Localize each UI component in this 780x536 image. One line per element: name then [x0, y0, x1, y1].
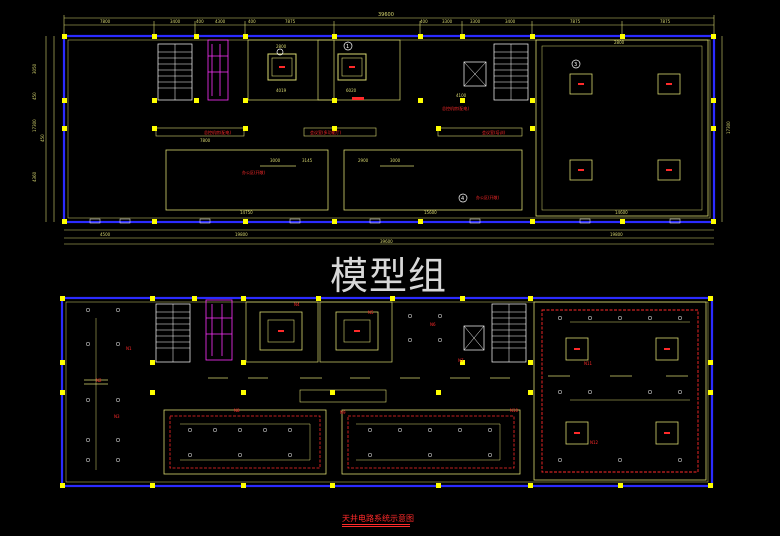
dim-right-1: 17300: [726, 121, 731, 134]
room-label-a: 总控机房(配电): [204, 129, 232, 135]
drawing-title: 天井电路系统示意图: [342, 514, 414, 523]
circuit-tag-3: N3: [114, 414, 120, 419]
dim-left-4: 450: [40, 134, 45, 142]
circuit-tag-4: N4: [294, 302, 300, 307]
dim-room-8: 3000: [270, 158, 281, 163]
dim-top-4: 4300: [215, 19, 226, 24]
circuit-tag-6: N6: [430, 322, 436, 327]
dim-room-6: 6020: [346, 88, 357, 93]
dim-room-3: 14600: [615, 210, 628, 215]
dim-room-11: 3000: [390, 158, 401, 163]
circuit-tag-5: N5: [368, 310, 374, 315]
dim-top-1: 7800: [100, 19, 111, 24]
dim-top-8: 3300: [442, 19, 453, 24]
room-label-c: 总控机房(配电): [442, 105, 470, 111]
circuit-tag-9: N9: [340, 410, 346, 415]
bottom-floor-plan: N1 N2 N3 N4 N5 N6 N7 N8 N9 N10 N11 N12: [60, 296, 714, 488]
dim-top-3: 400: [196, 19, 204, 24]
room-label-b: 会议室(多功能厅): [310, 129, 342, 135]
marker-1: 1: [346, 44, 349, 50]
dim-room-9: 3145: [302, 158, 313, 163]
dim-room-13: 2800: [614, 40, 625, 45]
dim-room-2: 15600: [424, 210, 437, 215]
dim-top-5: 400: [248, 19, 256, 24]
circuit-tag-8: N8: [234, 408, 240, 413]
dim-room-7: 7800: [200, 138, 211, 143]
dim-top-2: 3400: [170, 19, 181, 24]
dim-overall-top: 39600: [378, 12, 394, 18]
circuit-tag-2: N2: [96, 378, 102, 383]
dim-left-2: 450: [32, 92, 37, 100]
dim-room-4: 2800: [276, 44, 287, 49]
dim-bottom-3: 19800: [610, 232, 623, 237]
dim-left-1: 3050: [32, 63, 37, 74]
circuit-tag-12: N12: [590, 440, 599, 445]
dim-room-1: 14750: [240, 210, 253, 215]
title-underline: [342, 524, 410, 525]
room-label-f: 办公区(开敞): [476, 194, 500, 200]
top-floor-plan: 1 3 4 39600 7800 3400 400 4300 400 7875 …: [32, 12, 731, 245]
circuit-tag-7: N7: [458, 358, 464, 363]
watermark: 模型组: [330, 254, 448, 298]
dim-room-10: 2900: [358, 158, 369, 163]
dim-top-7: 400: [420, 19, 428, 24]
circuit-tag-11: N11: [584, 361, 593, 366]
circuit-tag-1: N1: [126, 346, 132, 351]
dim-left-5: 4360: [32, 171, 37, 182]
dim-bottom-1: 4500: [100, 232, 111, 237]
room-label-e: 办公区(开敞): [242, 169, 266, 175]
room-label-d: 会议室(培训): [482, 129, 506, 135]
marker-3: 3: [574, 62, 577, 68]
dim-top-9: 3300: [470, 19, 481, 24]
dim-overall-bottom: 39600: [380, 239, 393, 244]
title-underline-2: [342, 526, 410, 527]
dim-top-11: 7875: [570, 19, 581, 24]
dim-room-12: 4100: [456, 93, 467, 98]
dim-top-12: 7875: [660, 19, 671, 24]
dim-bottom-2: 19800: [235, 232, 248, 237]
dim-room-5: 4019: [276, 88, 287, 93]
dim-top-10: 3400: [505, 19, 516, 24]
marker-4: 4: [461, 196, 464, 202]
circuit-tag-10: N10: [510, 408, 519, 413]
dim-top-6: 7875: [285, 19, 296, 24]
dim-left-3: 17300: [32, 119, 37, 132]
